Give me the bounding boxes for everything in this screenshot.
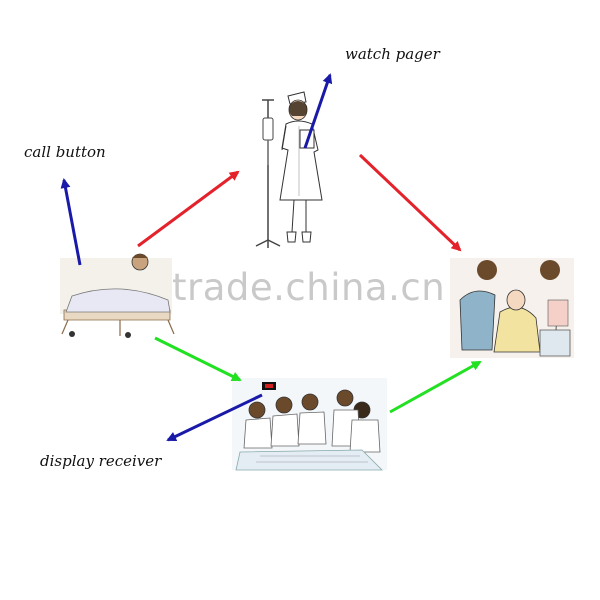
patient-bed-illustration <box>60 253 175 338</box>
nurses-station-illustration <box>232 378 387 471</box>
label-watch-pager: watch pager <box>345 45 440 63</box>
arrow-station-to-care <box>389 360 482 414</box>
arrow-bed-to-nurse <box>137 170 240 248</box>
label-display-receiver: display receiver <box>40 452 162 470</box>
nurse-iv-illustration <box>255 91 323 248</box>
arrow-bed-to-station <box>154 336 242 382</box>
arrow-call-button <box>60 178 82 266</box>
arrow-nurse-to-care <box>358 153 462 252</box>
label-call-button: call button <box>24 143 106 161</box>
care-scene-illustration <box>450 258 574 358</box>
watermark-text: trade.china.cn <box>172 266 446 309</box>
arrow-watch-pager <box>303 73 333 149</box>
arrow-display-receiver <box>166 393 263 442</box>
